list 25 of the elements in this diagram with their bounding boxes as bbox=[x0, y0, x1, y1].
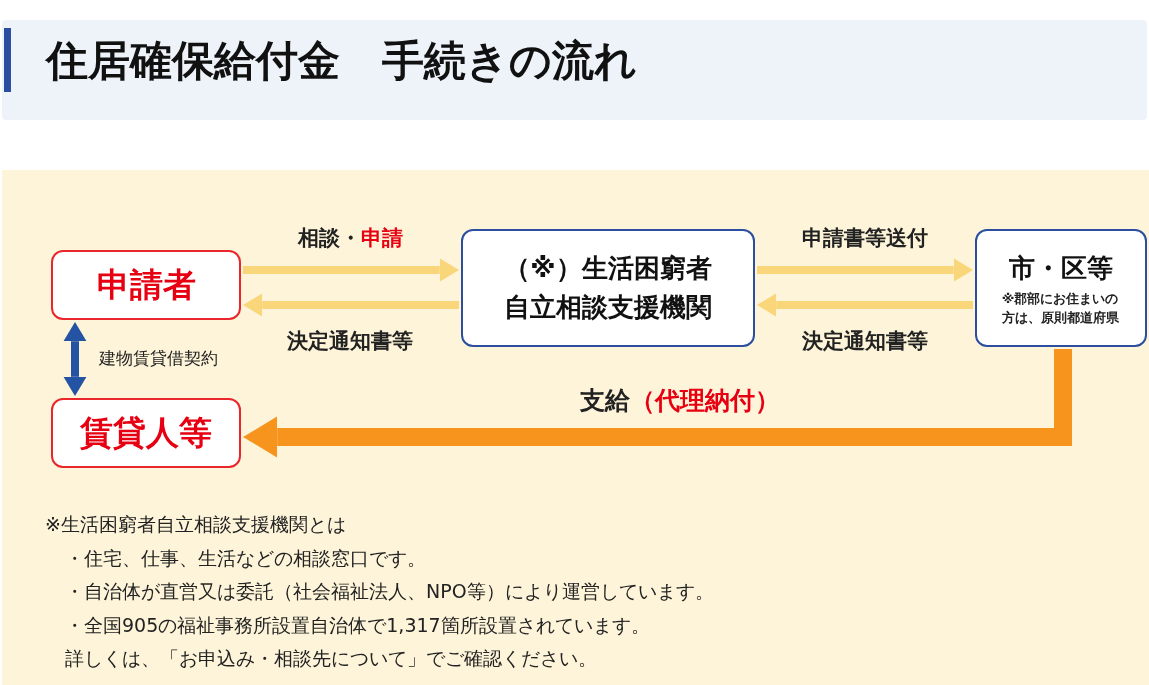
node-title: 賃貸人等 bbox=[80, 412, 212, 455]
arrow bbox=[757, 293, 973, 317]
note-text: ※生活困窮者自立相談支援機関とは bbox=[45, 512, 346, 537]
node-note: ※郡部にお住まいの方は、原則都道府県 bbox=[1001, 289, 1120, 327]
note-text: ・住宅、仕事、生活などの相談窓口です。 bbox=[64, 545, 426, 571]
arrow bbox=[243, 258, 459, 282]
arrow bbox=[243, 293, 459, 317]
node-title: 市・区等 bbox=[1008, 251, 1114, 285]
note-text: ・全国905の福祉事務所設置自治体で1,317箇所設置されています。 bbox=[64, 612, 650, 638]
process-box bbox=[461, 229, 755, 347]
arrow bbox=[243, 349, 1072, 458]
node-title: （※）生活困窮者自立相談支援機関 bbox=[504, 252, 712, 324]
note-text: 詳しくは、「お申込み・相談先について」でご確認ください。 bbox=[64, 646, 597, 671]
process-box bbox=[975, 229, 1147, 347]
process-box bbox=[51, 250, 241, 320]
note-text: ・自治体が直営又は委託（社会福祉法人、NPO等）により運営しています。 bbox=[64, 579, 714, 604]
arrow bbox=[757, 258, 973, 282]
edge-label: 申請書等送付 bbox=[799, 224, 931, 252]
edge-label: 相談・申請 bbox=[294, 224, 406, 252]
edge-label: 決定通知書等 bbox=[799, 327, 931, 355]
process-box bbox=[51, 398, 241, 468]
page-title: 住居確保給付金 手続きの流れ bbox=[46, 35, 637, 87]
arrow bbox=[63, 322, 87, 396]
edge-label: 決定通知書等 bbox=[284, 327, 416, 355]
node-title: 申請者 bbox=[96, 264, 196, 307]
